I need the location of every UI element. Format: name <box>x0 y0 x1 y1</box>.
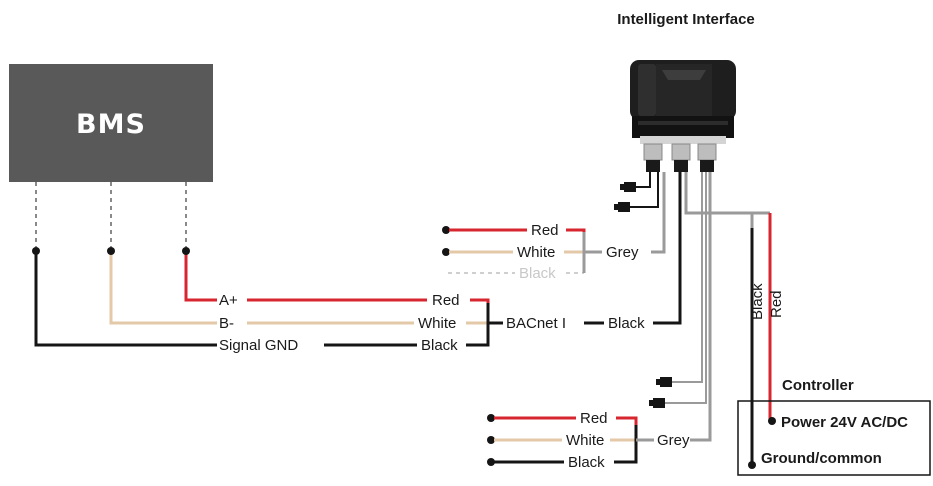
bacnet-label-white: White <box>418 315 456 332</box>
power-label-red: Red <box>768 290 785 318</box>
bms-label: BMS <box>76 109 146 140</box>
plug-pin-icon <box>649 400 653 406</box>
gland-nut-3 <box>700 160 714 172</box>
lower-dot-white <box>487 436 495 444</box>
lower-dot-black <box>487 458 495 466</box>
upper-dot-white <box>442 248 450 256</box>
power-label-black: Black <box>749 283 766 320</box>
lower-label-black: Black <box>568 454 605 471</box>
bacnet-run-to-device <box>653 172 682 325</box>
lower-drop-1 <box>672 172 703 383</box>
upper-run-to-device <box>651 172 666 254</box>
bacnet-name: BACnet I <box>506 315 566 332</box>
device-highlight <box>662 70 706 80</box>
plug-pin-icon <box>620 184 624 190</box>
lower-run-to-device <box>690 172 712 442</box>
controller-ground-label: Ground/common <box>761 450 882 467</box>
bacnet-label-red: Red <box>432 292 460 309</box>
power-grey-jacket <box>684 172 754 460</box>
plug-icon <box>660 377 672 387</box>
device-base <box>632 116 734 138</box>
bms-wire-b-minus <box>109 251 217 325</box>
gland-drop-1 <box>636 172 651 188</box>
bms-wire-a-plus <box>184 251 217 302</box>
lower-label-white: White <box>566 432 604 449</box>
gland-nut-2 <box>674 160 688 172</box>
bacnet-bracket-black <box>466 303 490 347</box>
upper-dot-red <box>442 226 450 234</box>
label-a-plus: A+ <box>219 292 238 309</box>
label-signal-gnd: Signal GND <box>219 337 298 354</box>
device-title: Intelligent Interface <box>617 11 755 28</box>
plug-icon <box>624 182 636 192</box>
upper-jacket-label: Grey <box>606 244 639 261</box>
upper-label-black: Black <box>519 265 556 282</box>
lower-dot-red <box>487 414 495 422</box>
controller-power-terminal <box>768 417 776 425</box>
lower-label-red: Red <box>580 410 608 427</box>
bms-terminal-dot-b <box>107 247 115 255</box>
device-base-line <box>638 121 728 125</box>
upper-label-white: White <box>517 244 555 261</box>
bacnet-label-black: Black <box>421 337 458 354</box>
device-gasket <box>640 136 726 144</box>
bacnet-jacket-label: Black <box>608 315 645 332</box>
plug-icon <box>618 202 630 212</box>
bms-wire-signal-gnd <box>34 251 217 347</box>
cable-gland-2 <box>671 143 691 161</box>
bms-terminal-dot-gnd <box>32 247 40 255</box>
device-rib <box>638 64 656 116</box>
label-b-minus: B- <box>219 315 234 332</box>
controller-title: Controller <box>782 377 854 394</box>
bms-box <box>9 64 213 182</box>
gland-nut-1 <box>646 160 660 172</box>
interface-device-image <box>630 60 736 172</box>
plug-icon <box>653 398 665 408</box>
lower-drop-2 <box>665 172 707 404</box>
plug-pin-icon <box>656 379 660 385</box>
controller-ground-terminal <box>748 461 756 469</box>
lower-bracket-black <box>614 425 638 464</box>
controller-box <box>737 400 931 476</box>
lower-jacket-label: Grey <box>657 432 690 449</box>
cable-gland-3 <box>697 143 717 161</box>
plug-pin-icon <box>614 204 618 210</box>
bms-terminal-dot-a <box>182 247 190 255</box>
upper-label-red: Red <box>531 222 559 239</box>
cable-gland-1 <box>643 143 663 161</box>
controller-power-label: Power 24V AC/DC <box>781 414 908 431</box>
gland-drop-2 <box>630 172 659 208</box>
